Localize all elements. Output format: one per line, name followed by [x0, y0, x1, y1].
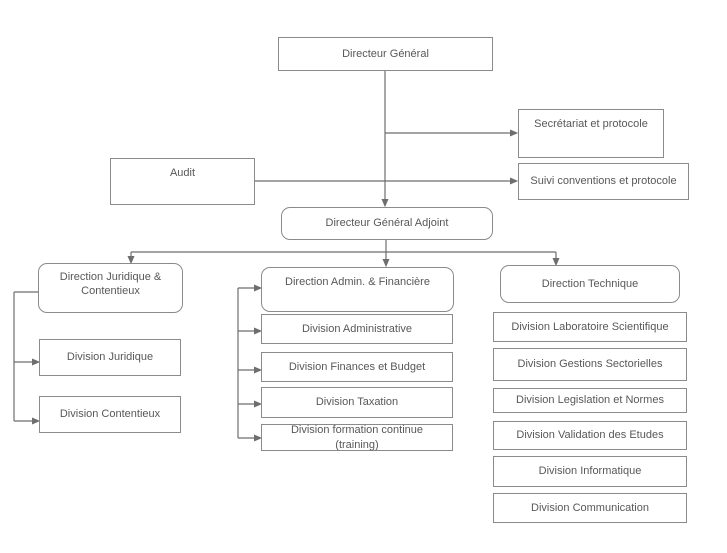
node-label: Division Finances et Budget — [288, 360, 426, 373]
node-label: Directeur Général Adjoint — [325, 217, 449, 230]
node-label: Division Taxation — [315, 396, 399, 409]
node-label: Division Administrative — [301, 322, 413, 335]
node-label: Division Laboratoire Scientifique — [511, 320, 669, 333]
node-division-communication: Division Communication — [493, 493, 687, 523]
node-direction-juridique-contentieux: Direction Juridique & Contentieux — [38, 263, 183, 313]
node-label: Directeur Général — [342, 47, 429, 60]
node-suivi-conventions-et-protocole: Suivi conventions et protocole — [518, 163, 689, 200]
node-division-taxation: Division Taxation — [261, 387, 453, 418]
node-label: Direction Technique — [541, 277, 639, 290]
node-directeur-general: Directeur Général — [278, 37, 493, 71]
node-division-administrative: Division Administrative — [261, 314, 453, 344]
node-label: Direction Juridique & Contentieux — [59, 271, 162, 298]
node-division-formation-continue: Division formation continue (training) — [261, 424, 453, 451]
node-label: Division Informatique — [538, 465, 642, 478]
node-label: Division Contentieux — [59, 408, 161, 421]
node-label: Suivi conventions et protocole — [530, 175, 677, 188]
node-label: Division formation continue (training) — [290, 424, 424, 451]
node-secretariat-et-protocole: Secrétariat et protocole — [518, 109, 664, 158]
node-label: Division Gestions Sectorielles — [517, 358, 663, 371]
node-division-juridique: Division Juridique — [39, 339, 181, 376]
node-division-informatique: Division Informatique — [493, 456, 687, 487]
node-division-validation-etudes: Division Validation des Etudes — [493, 421, 687, 450]
node-direction-admin-financiere: Direction Admin. & Financière — [261, 267, 454, 312]
node-label: Audit — [169, 167, 196, 179]
node-audit: Audit — [110, 158, 255, 205]
node-division-legislation-normes: Division Legislation et Normes — [493, 388, 687, 413]
node-division-gestions-sectorielles: Division Gestions Sectorielles — [493, 348, 687, 381]
node-directeur-general-adjoint: Directeur Général Adjoint — [281, 207, 493, 240]
node-label: Division Juridique — [66, 351, 154, 364]
node-label: Direction Admin. & Financière — [285, 276, 430, 288]
node-label: Division Communication — [531, 501, 649, 514]
node-label: Division Validation des Etudes — [516, 429, 664, 442]
node-division-contentieux: Division Contentieux — [39, 396, 181, 433]
node-label: Division Legislation et Normes — [516, 394, 664, 407]
node-label: Secrétariat et protocole — [534, 118, 648, 130]
node-division-finances-budget: Division Finances et Budget — [261, 352, 453, 382]
node-division-laboratoire-scientifique: Division Laboratoire Scientifique — [493, 312, 687, 342]
node-direction-technique: Direction Technique — [500, 265, 680, 303]
